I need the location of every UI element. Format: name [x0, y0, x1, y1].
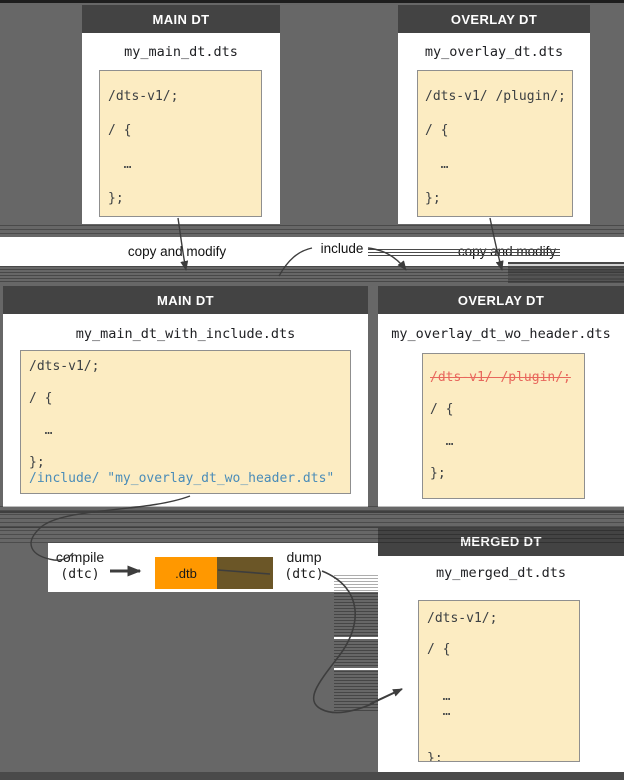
code-line: /dts-v1/ /plugin/; — [430, 370, 571, 385]
bottom-edge-bar — [0, 772, 624, 780]
card-title: MAIN DT — [3, 286, 368, 314]
code-line — [108, 139, 261, 156]
code-line: }; — [29, 455, 45, 470]
code-line: … — [425, 157, 449, 172]
code-line — [425, 173, 572, 190]
card-title: MAIN DT — [82, 5, 280, 33]
compile-dump-strip: compile (dtc) .dtb dump (dtc) — [48, 543, 378, 592]
code-line: … — [29, 423, 53, 438]
code-line: /dts-v1/; — [427, 611, 498, 626]
label-compile: compile (dtc) — [50, 549, 110, 583]
code-box: /dts-v1/ /plugin/; / { … }; — [417, 70, 573, 217]
code-line: … — [108, 157, 132, 172]
code-line — [430, 386, 584, 402]
code-line: / { — [108, 123, 132, 138]
card-main-dt-with-include: MAIN DT my_main_dt_with_include.dts /dts… — [3, 286, 368, 507]
code-line — [430, 418, 584, 434]
code-box: /dts-v1/; / { … … }; — [418, 600, 580, 762]
code-line: /dts-v1/; — [29, 359, 100, 374]
glitch-streaks — [508, 262, 624, 283]
filename: my_merged_dt.dts — [435, 565, 567, 581]
code-line — [29, 375, 350, 391]
code-line — [427, 720, 579, 736]
label-dump: dump (dtc) — [274, 549, 334, 583]
glitch-streaks — [0, 527, 624, 528]
filename: my_overlay_dt_wo_header.dts — [391, 326, 611, 342]
code-box: /dts-v1/; / { … };/include/ "my_overlay_… — [20, 350, 351, 494]
code-line — [29, 407, 350, 423]
code-line: … — [427, 704, 451, 719]
code-line: / { — [430, 402, 454, 417]
label-include: include — [320, 241, 364, 256]
glitch-streaks — [334, 637, 378, 639]
card-title: OVERLAY DT — [378, 286, 624, 314]
code-line — [108, 173, 261, 190]
card-overlay-dt-wo-header: OVERLAY DT my_overlay_dt_wo_header.dts /… — [378, 286, 624, 507]
card-main-dt-top: MAIN DT my_main_dt.dts /dts-v1/; / { … }… — [82, 5, 280, 224]
top-edge-bar — [0, 0, 624, 3]
code-line — [427, 627, 579, 643]
code-line: /include/ "my_overlay_dt_wo_header.dts" — [29, 471, 335, 486]
code-line: }; — [430, 466, 446, 481]
code-line: … — [427, 688, 451, 704]
glitch-streaks — [334, 575, 378, 713]
code-line: / { — [425, 123, 449, 138]
code-line: … — [430, 434, 454, 449]
compile-text: compile — [55, 549, 105, 565]
glitch-streaks — [0, 225, 624, 237]
code-line — [427, 735, 579, 751]
code-line — [29, 439, 350, 455]
code-box: /dts-v1/ /plugin/; / { … }; — [422, 353, 585, 499]
filename: my_overlay_dt.dts — [424, 44, 564, 60]
filename: my_main_dt.dts — [124, 44, 238, 60]
glitch-streaks — [0, 511, 624, 513]
brown-block — [217, 557, 273, 589]
code-line — [108, 105, 261, 122]
compile-tool-text: (dtc) — [60, 567, 100, 582]
filename: my_main_dt_with_include.dts — [75, 326, 296, 342]
dump-text: dump — [286, 549, 322, 565]
glitch-streaks — [334, 668, 378, 670]
code-line: }; — [427, 750, 443, 762]
code-line: /dts-v1/ /plugin/; — [425, 89, 566, 104]
code-line: /dts-v1/; — [108, 89, 179, 104]
code-line — [427, 673, 579, 689]
glitch-streaks — [368, 249, 560, 258]
code-line — [425, 139, 572, 156]
label-copy-and-modify-left: copy and modify — [127, 244, 227, 259]
code-line: / { — [29, 391, 53, 406]
code-line: }; — [425, 191, 441, 206]
card-overlay-dt-top: OVERLAY DT my_overlay_dt.dts /dts-v1/ /p… — [398, 5, 590, 224]
card-title: MERGED DT — [378, 527, 624, 556]
card-merged-dt: MERGED DT my_merged_dt.dts /dts-v1/; / {… — [378, 527, 624, 772]
code-line — [425, 105, 572, 122]
card-title: OVERLAY DT — [398, 5, 590, 33]
dump-tool-text: (dtc) — [284, 567, 324, 582]
dtb-file-box: .dtb — [155, 557, 217, 589]
code-box: /dts-v1/; / { … }; — [99, 70, 262, 217]
code-line — [430, 450, 584, 466]
code-line — [427, 658, 579, 674]
code-line: }; — [108, 191, 124, 206]
code-line: / { — [427, 642, 451, 657]
